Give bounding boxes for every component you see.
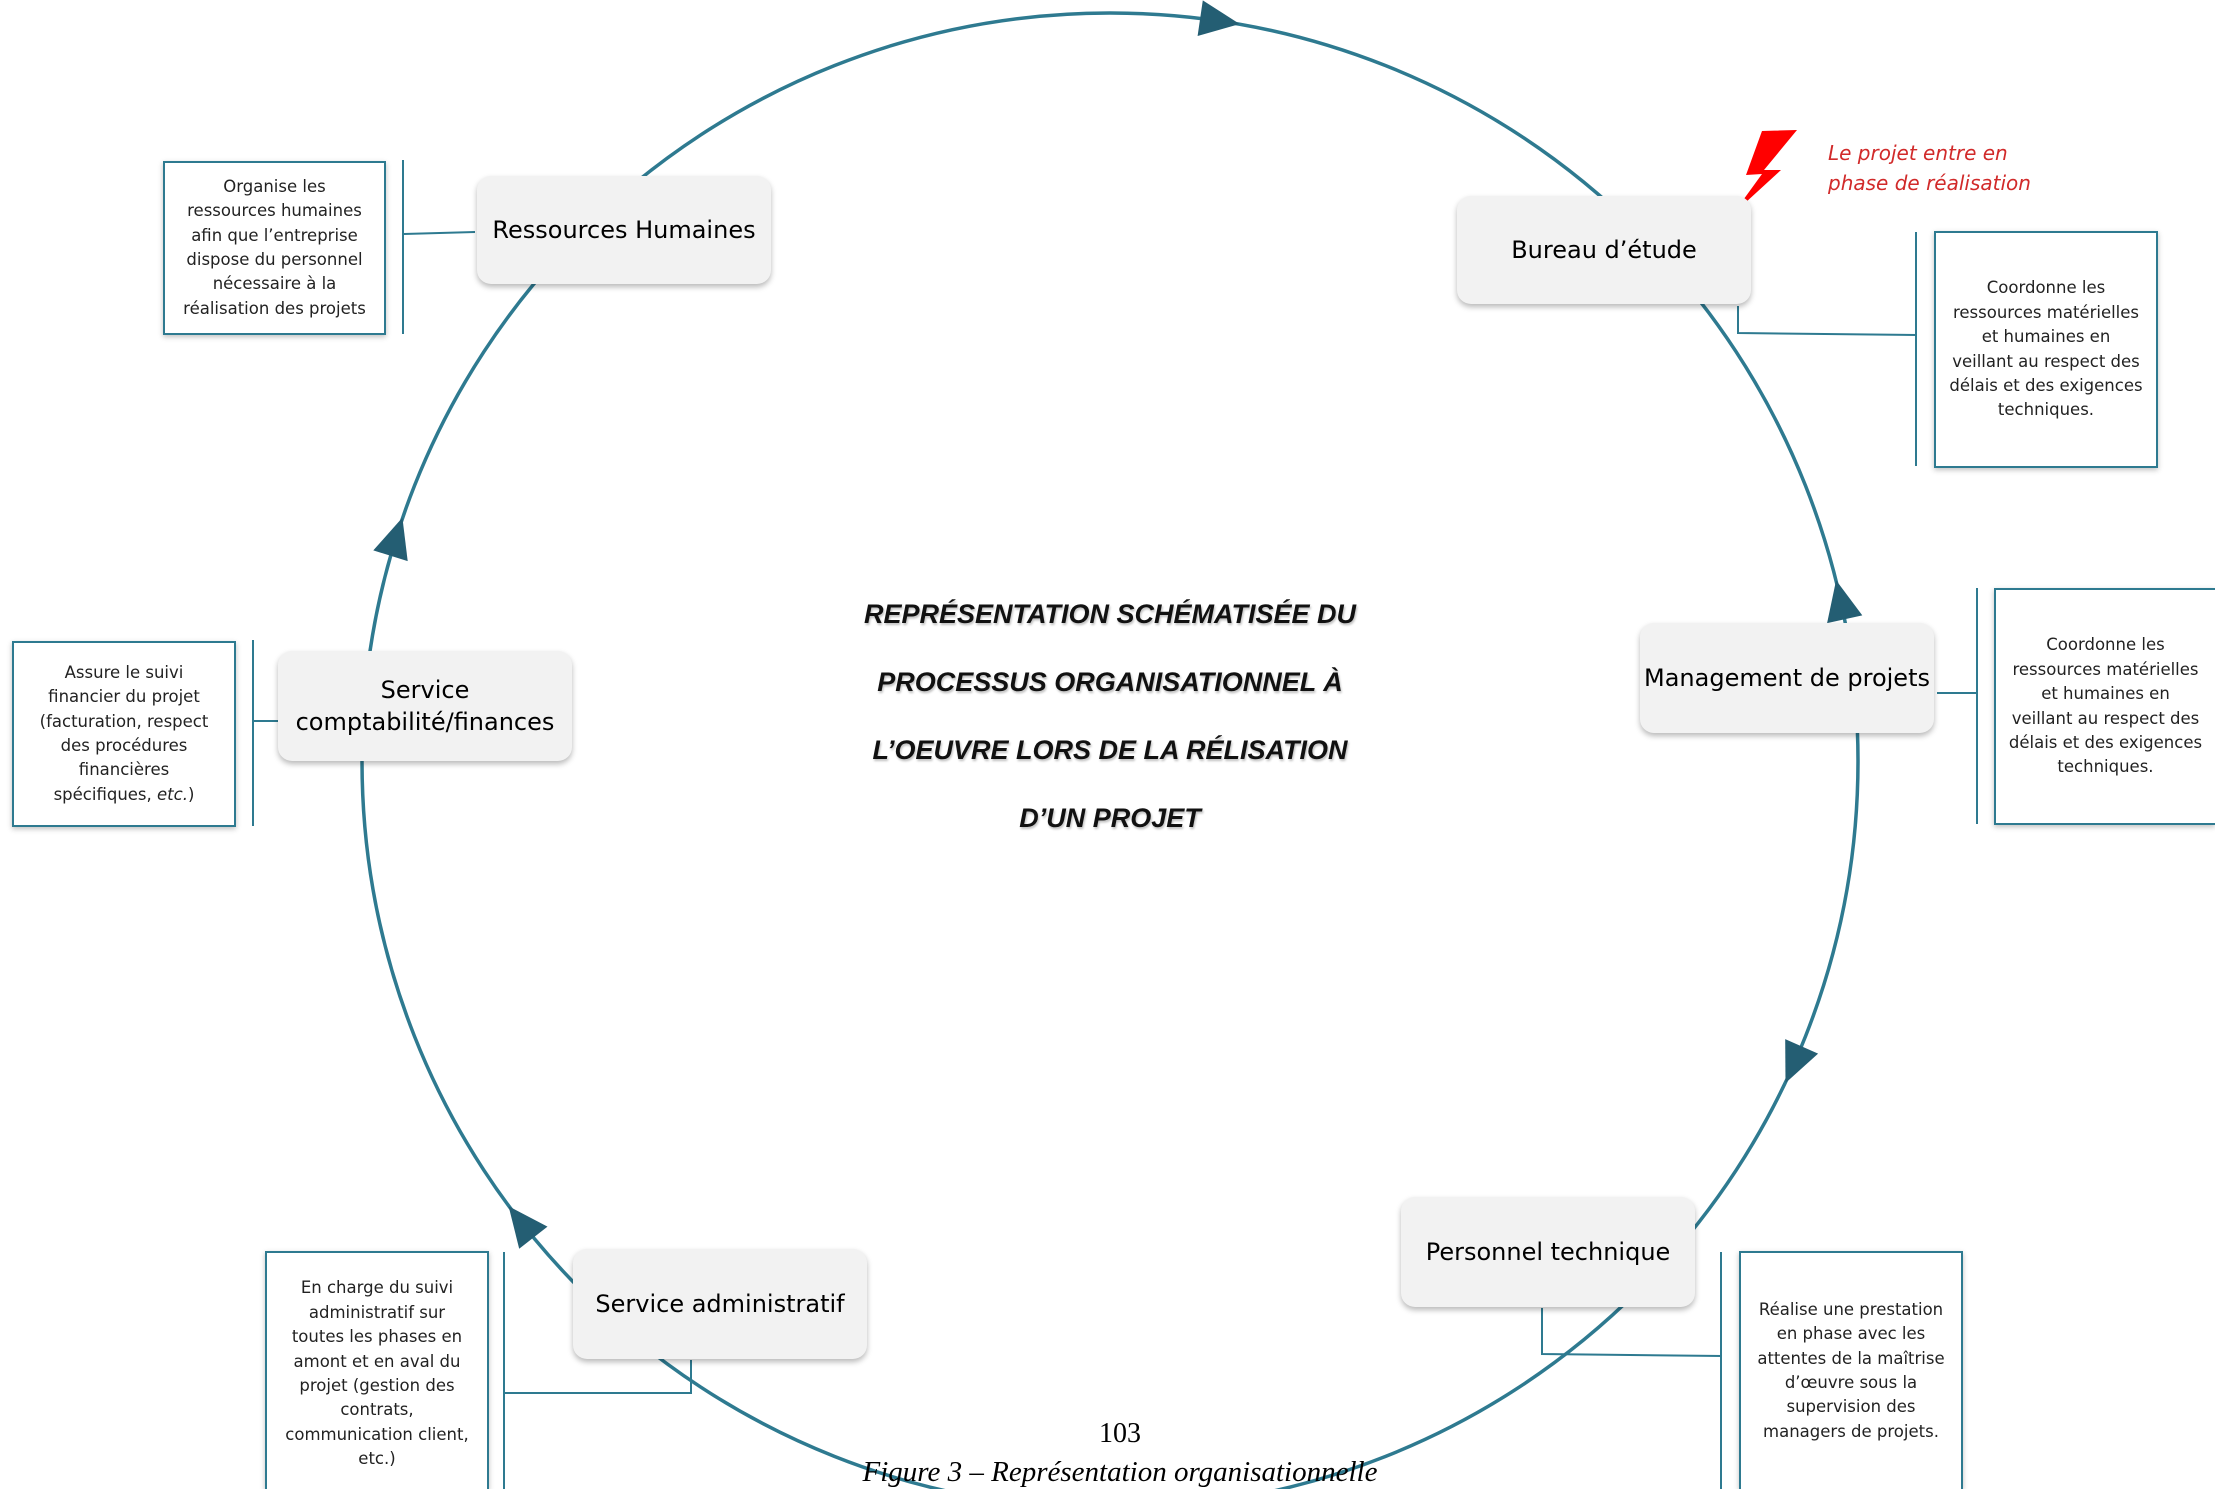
- note-personnel-line: managers de projets.: [1763, 1421, 1939, 1441]
- node-management-projets-label: Management de projets: [1644, 663, 1930, 692]
- connector-administratif: [505, 1360, 692, 1394]
- note-brace-comptabilite: [252, 640, 254, 826]
- node-bureau-etude: Bureau d’étude: [1457, 196, 1751, 304]
- node-service-administratif-label: Service administratif: [595, 1289, 845, 1318]
- note-administratif-line: projet (gestion des: [299, 1376, 455, 1395]
- note-rh-line: ressources humaines: [187, 201, 362, 221]
- note-bureau-line: ressources matérielles: [1952, 302, 2140, 322]
- node-service-comptabilite-label-line: Service: [380, 675, 470, 704]
- note-bureau-line: et humaines en: [1981, 327, 2111, 347]
- note-administratif: En charge du suivi administratif sur tou…: [265, 1251, 489, 1489]
- diagram-title: REPRÉSENTATION SCHÉMATISÉE DU PROCESSUS …: [780, 580, 1440, 852]
- note-administratif-line: contrats,: [340, 1400, 414, 1420]
- note-management-line: et humaines en: [2041, 684, 2170, 704]
- note-comptabilite-last-prefix: spécifiques,: [53, 784, 152, 804]
- note-administratif-line: communication client,: [285, 1424, 469, 1444]
- note-rh-line: Organise les: [223, 176, 326, 196]
- note-rh-line: réalisation des projets: [183, 298, 366, 318]
- note-personnel-line: Réalise une prestation: [1758, 1299, 1944, 1319]
- note-personnel-line: attentes de la maîtrise: [1757, 1348, 1945, 1368]
- note-management-line: ressources matérielles: [2012, 659, 2199, 679]
- note-brace-rh: [402, 160, 404, 334]
- note-administratif-line: etc.): [358, 1449, 396, 1469]
- diagram-title-line: L’OEUVRE LORS DE LA RÉLISATION: [872, 735, 1348, 765]
- note-brace-administratif: [503, 1252, 505, 1489]
- note-administratif-line: toutes les phases en: [291, 1327, 463, 1347]
- page-number: 103: [1099, 1418, 1141, 1449]
- note-comptabilite-line: Assure le suivi: [64, 662, 184, 682]
- note-personnel: Réalise une prestation en phase avec les…: [1739, 1251, 1963, 1489]
- connector-bureau: [1737, 306, 1918, 336]
- note-rh-line: dispose du personnel: [186, 250, 363, 269]
- node-management-projets: Management de projets: [1640, 623, 1934, 733]
- note-comptabilite-line: financières: [78, 760, 170, 780]
- connector-rh: [403, 231, 476, 235]
- node-service-administratif: Service administratif: [573, 1249, 867, 1359]
- connector-personnel: [1541, 1308, 1723, 1357]
- note-rh: Organise les ressources humaines afin qu…: [163, 161, 386, 335]
- node-personnel-technique: Personnel technique: [1401, 1197, 1695, 1307]
- note-personnel-line: en phase avec les: [1776, 1324, 1926, 1344]
- node-ressources-humaines: Ressources Humaines: [477, 176, 771, 284]
- node-personnel-technique-label: Personnel technique: [1425, 1237, 1671, 1266]
- annotation-line: phase de réalisation: [1828, 171, 2031, 195]
- note-administratif-line: administratif sur: [308, 1302, 446, 1322]
- node-service-comptabilite-label-line: comptabilité/finances: [295, 708, 555, 736]
- diagram-title-line: PROCESSUS ORGANISATIONNEL À: [877, 667, 1343, 697]
- note-comptabilite-line: financier du projet: [48, 687, 200, 707]
- note-personnel-line: supervision des: [1786, 1397, 1916, 1417]
- note-rh-line: nécessaire à la: [212, 274, 337, 294]
- node-ressources-humaines-label: Ressources Humaines: [492, 215, 756, 244]
- note-bureau-line: techniques.: [1997, 400, 2095, 420]
- cycle-arrowhead: [1785, 1039, 1819, 1083]
- annotation-line: Le projet entre en: [1828, 141, 2008, 165]
- note-bureau-line: Coordonne les: [1986, 278, 2106, 298]
- note-management-line: délais et des exigences: [2008, 732, 2203, 752]
- note-personnel-line: d’œuvre sous la: [1784, 1373, 1918, 1392]
- project-start-annotation: Le projet entre en phase de réalisation: [1828, 138, 2031, 198]
- figure-caption: Figure 3 – Représentation organisationne…: [862, 1456, 1378, 1488]
- note-brace-bureau: [1915, 232, 1917, 466]
- note-management-line: veillant au respect des: [2011, 708, 2200, 728]
- cycle-arrowhead: [508, 1206, 548, 1249]
- diagram-title-line: D’UN PROJET: [1019, 803, 1201, 833]
- lightning-icon: [1733, 130, 1797, 214]
- diagram-title-line: REPRÉSENTATION SCHÉMATISÉE DU: [863, 599, 1357, 629]
- note-bureau-line: veillant au respect des: [1952, 351, 2140, 371]
- note-management-line: Coordonne les: [2046, 635, 2165, 655]
- note-brace-management: [1976, 588, 1978, 824]
- note-bureau-line: délais et des exigences: [1949, 375, 2143, 395]
- process-cycle-circle: [360, 11, 1860, 1489]
- cycle-arrowhead: [1827, 580, 1863, 624]
- note-comptabilite-line: des procédures: [60, 736, 188, 755]
- note-comptabilite-line: (facturation, respect: [39, 711, 209, 731]
- cycle-arrowhead: [1197, 0, 1240, 36]
- node-service-comptabilite: Service comptabilité/finances: [278, 651, 572, 761]
- note-bureau: Coordonne les ressources matérielles et …: [1934, 231, 2158, 468]
- note-administratif-line: amont et en aval du: [293, 1351, 461, 1371]
- note-rh-line: afin que l’entreprise: [191, 225, 358, 245]
- note-comptabilite: Assure le suivi financier du projet (fac…: [12, 641, 236, 827]
- note-comptabilite-last-line: spécifiques, etc.): [40, 783, 209, 807]
- note-administratif-line: En charge du suivi: [300, 1278, 454, 1298]
- note-comptabilite-etc: etc.: [157, 784, 188, 804]
- note-management: Coordonne les ressources matérielles et …: [1994, 588, 2215, 825]
- note-brace-personnel: [1720, 1252, 1722, 1489]
- node-bureau-etude-label: Bureau d’étude: [1511, 235, 1697, 264]
- note-management-line: techniques.: [2057, 757, 2154, 777]
- note-comptabilite-last-suffix: ): [187, 784, 195, 804]
- cycle-arrowhead: [373, 517, 408, 562]
